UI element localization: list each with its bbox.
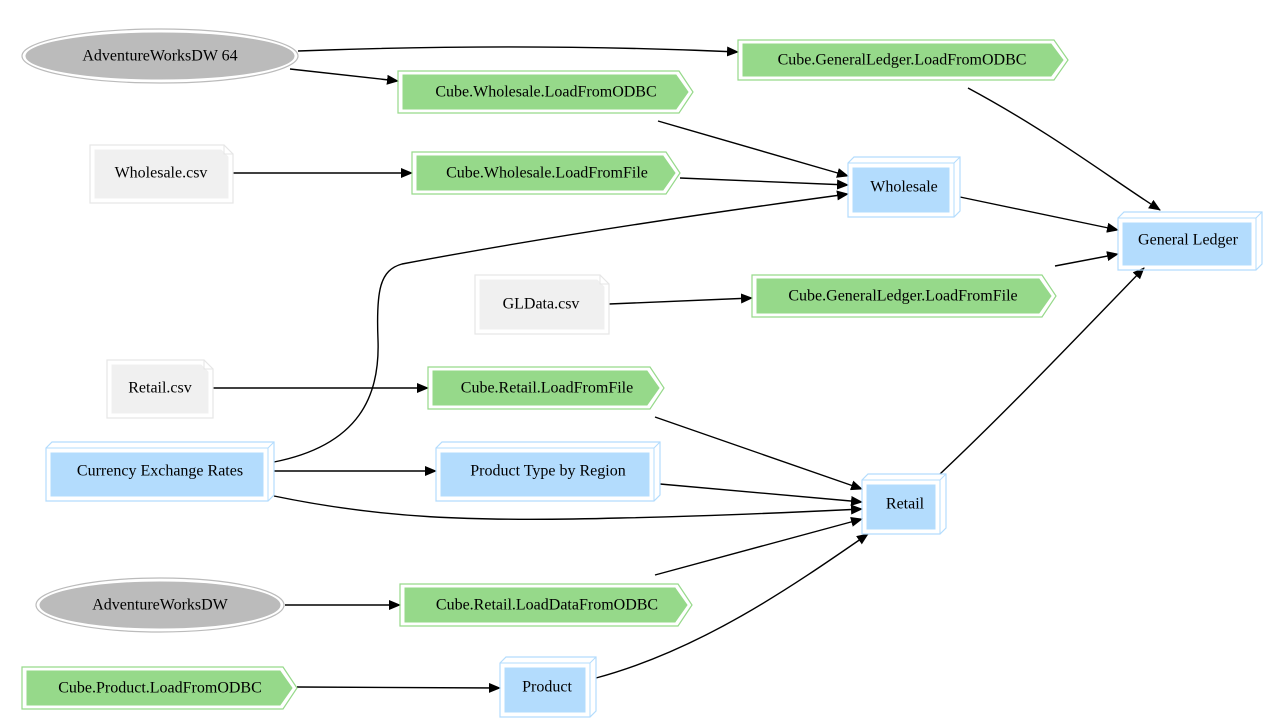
node-label: Wholesale: [870, 179, 938, 196]
edge-currency-exchange-rates-to-wholesale: [273, 190, 849, 463]
node-adventureworksdw64: AdventureWorksDW 64: [21, 28, 299, 84]
node-product-load-odbc: Cube.Product.LoadFromODBC: [21, 666, 298, 710]
node-wholesale-load-odbc: Cube.Wholesale.LoadFromODBC: [397, 70, 694, 114]
edge-wholesale-load-odbc-to-wholesale: [657, 120, 849, 178]
edge-retail-load-odbc-to-retail: [654, 517, 863, 576]
node-label: Cube.GeneralLedger.LoadFromODBC: [778, 52, 1027, 69]
node-label: Product Type by Region: [470, 463, 625, 480]
edge-product-type-by-region-to-retail: [659, 483, 863, 507]
node-label: AdventureWorksDW 64: [82, 48, 237, 65]
node-label: Wholesale.csv: [115, 165, 208, 182]
node-retail-load-odbc: Cube.Retail.LoadDataFromODBC: [399, 583, 693, 627]
edge-product-load-odbc-to-product: [296, 682, 501, 693]
node-label: GLData.csv: [503, 296, 580, 313]
edges: [213, 46, 1161, 693]
node-label: Cube.Wholesale.LoadFromODBC: [435, 84, 656, 101]
node-label: AdventureWorksDW: [92, 597, 228, 614]
node-currency-exchange-rates: Currency Exchange Rates: [45, 441, 275, 502]
node-general-ledger: General Ledger: [1117, 211, 1263, 271]
node-retail: Retail: [861, 473, 947, 535]
node-retail-csv: Retail.csv: [106, 359, 214, 419]
node-label: Cube.GeneralLedger.LoadFromFile: [788, 288, 1017, 305]
node-label: Product: [522, 679, 572, 696]
edge-product-to-retail: [595, 533, 869, 679]
node-product-type-by-region: Product Type by Region: [435, 441, 661, 502]
edge-wholesale-to-general-ledger: [959, 196, 1119, 233]
edge-gldata-csv-to-gl-load-file: [608, 293, 753, 305]
node-label: Cube.Product.LoadFromODBC: [58, 680, 262, 697]
node-wholesale-load-file: Cube.Wholesale.LoadFromFile: [411, 151, 681, 195]
edge-wholesale-load-file-to-wholesale: [679, 177, 849, 190]
node-label: Cube.Wholesale.LoadFromFile: [446, 165, 648, 182]
edge-gl-load-file-to-general-ledger: [1054, 251, 1119, 267]
edge-retail-to-general-ledger: [939, 267, 1145, 475]
node-label: Cube.Retail.LoadFromFile: [461, 380, 633, 397]
edge-currency-exchange-rates-to-retail: [273, 495, 863, 521]
edge-retail-load-file-to-retail: [654, 416, 863, 491]
edge-adventureworksdw64-to-wholesale-load-odbc: [289, 68, 399, 85]
node-gl-load-odbc: Cube.GeneralLedger.LoadFromODBC: [737, 39, 1069, 81]
node-wholesale: Wholesale: [847, 156, 961, 218]
node-label: Retail: [886, 496, 925, 513]
node-gldata-csv: GLData.csv: [474, 274, 610, 335]
node-label: Cube.Retail.LoadDataFromODBC: [436, 597, 658, 614]
node-wholesale-csv: Wholesale.csv: [89, 144, 234, 204]
node-label: General Ledger: [1138, 232, 1239, 249]
node-product: Product: [499, 656, 597, 718]
node-retail-load-file: Cube.Retail.LoadFromFile: [427, 366, 665, 410]
node-adventureworksdw: AdventureWorksDW: [35, 577, 285, 633]
node-label: Retail.csv: [128, 380, 192, 397]
node-gl-load-file: Cube.GeneralLedger.LoadFromFile: [751, 274, 1057, 318]
node-label: Currency Exchange Rates: [77, 463, 243, 480]
edge-gl-load-odbc-to-general-ledger: [967, 87, 1161, 211]
edge-adventureworksdw64-to-gl-load-odbc: [297, 46, 739, 57]
